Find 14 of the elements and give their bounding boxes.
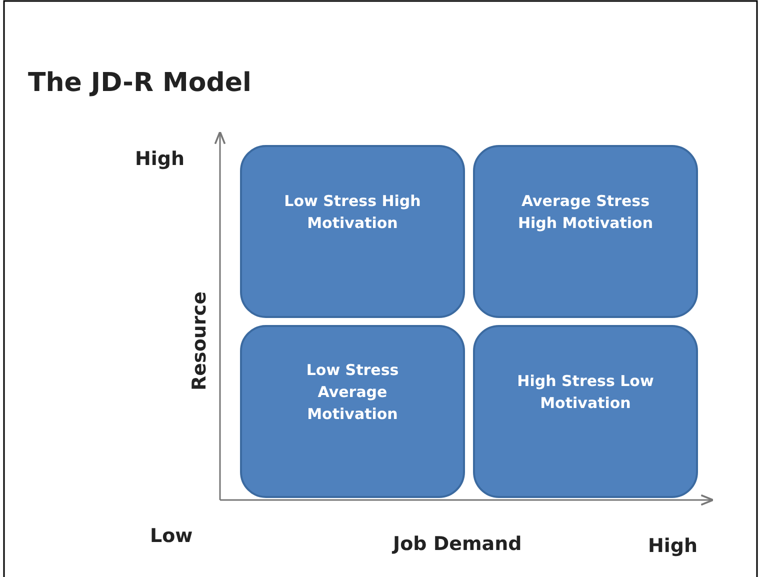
axis-label: High: [648, 535, 698, 557]
quadrant-label: Low Stress High Motivation: [283, 190, 422, 234]
quadrant-box: [473, 145, 698, 318]
axis-title: Resource: [188, 292, 210, 390]
title: The JD-R Model: [28, 68, 252, 98]
quadrant-box: [240, 145, 465, 318]
axis-label: Low: [150, 525, 193, 547]
axis-title: Job Demand: [393, 533, 522, 555]
axis-label: High: [135, 148, 185, 170]
quadrant-box: [473, 325, 698, 498]
quadrant-box: [240, 325, 465, 498]
quadrant-label: Low Stress Average Motivation: [305, 360, 400, 424]
quadrant-label: High Stress Low Motivation: [516, 370, 655, 414]
quadrant-label: Average Stress High Motivation: [516, 190, 654, 234]
